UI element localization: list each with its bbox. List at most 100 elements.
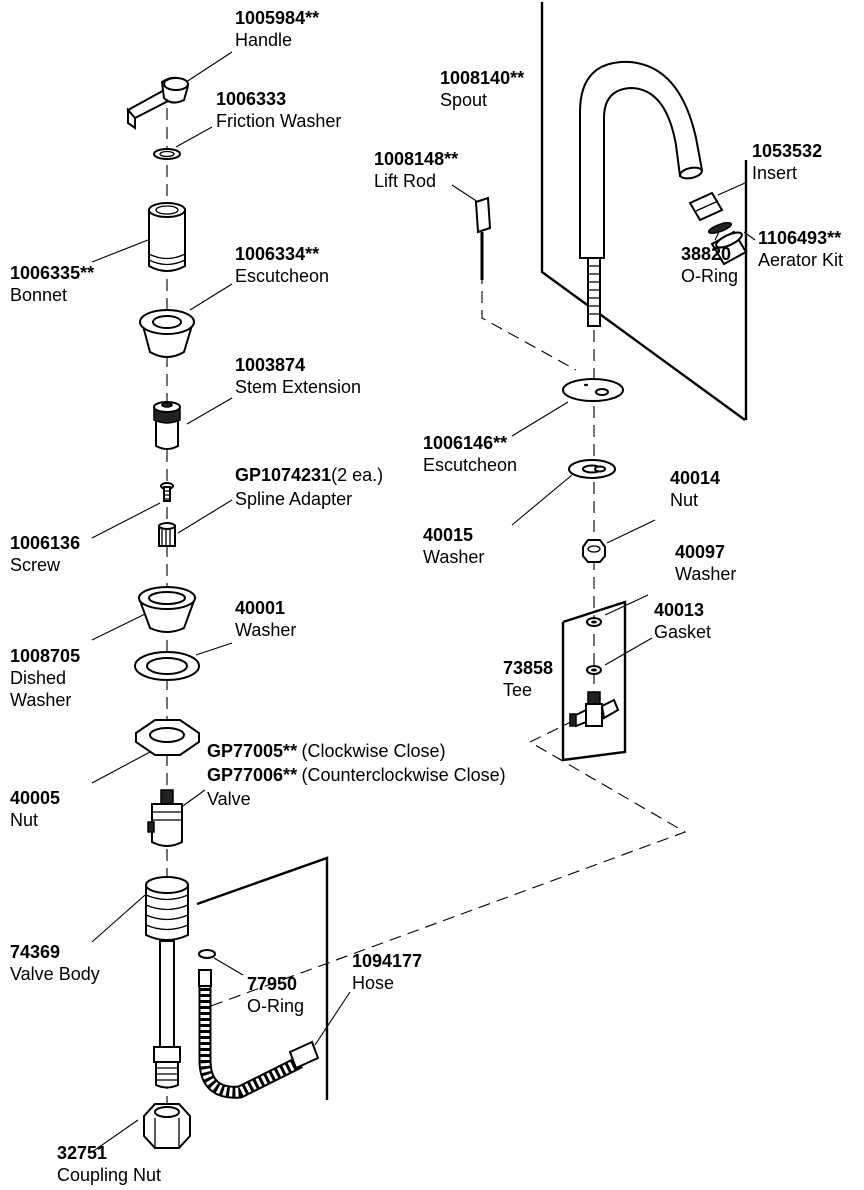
washer-40015-part-name: Washer: [423, 547, 485, 567]
spline-adapter-label: GP1074231(2 ea.) Spline Adapter: [235, 464, 383, 510]
lift-rod-part-name: Lift Rod: [374, 171, 437, 191]
friction-washer-part-name: Friction Washer: [216, 111, 342, 131]
tee-label: 73858 Tee: [503, 657, 553, 701]
friction-washer-part: [153, 148, 181, 160]
valve-note-1: (Clockwise Close): [301, 741, 446, 761]
stem-extension-label: 1003874 Stem Extension: [235, 354, 361, 398]
washer-40097-part: [586, 617, 602, 627]
valve-part-number-1: GP77005**: [207, 741, 298, 761]
gasket-part: [586, 665, 602, 675]
aerator-kit-part: [710, 230, 748, 266]
insert-part: [688, 191, 724, 222]
valve-note-2: (Counterclockwise Close): [301, 765, 506, 785]
dished-washer-name-line2: Washer: [10, 690, 72, 710]
gasket-label: 40013 Gasket: [654, 599, 711, 643]
coupling-nut-part-number: 32751: [57, 1143, 108, 1163]
spout-part-name: Spout: [440, 90, 488, 110]
escutcheon-right-part-number: 1006146**: [423, 433, 508, 453]
friction-washer-label: 1006333 Friction Washer: [216, 88, 341, 132]
handle-part-number: 1005984**: [235, 8, 320, 28]
nut-40014-part: [582, 539, 606, 563]
coupling-nut-label: 32751 Coupling Nut: [57, 1142, 161, 1186]
escutcheon-right-part: [562, 378, 624, 402]
washer-40015-part-number: 40015: [423, 525, 474, 545]
stem-extension-part-number: 1003874: [235, 355, 306, 375]
nut-40005-part-name: Nut: [10, 810, 39, 830]
spout-label: 1008140** Spout: [440, 67, 524, 111]
screw-part: [160, 482, 174, 502]
bonnet-part: [148, 202, 186, 272]
washer-40001-part-name: Washer: [235, 620, 297, 640]
tee-part-name: Tee: [503, 680, 533, 700]
o-ring-38820-part-number: 38820: [681, 244, 732, 264]
o-ring-38820-part: [707, 221, 733, 235]
o-ring-77950-label: 77950 O-Ring: [247, 973, 304, 1017]
hose-label: 1094177 Hose: [352, 950, 422, 994]
spout-part: [579, 60, 704, 327]
valve-body-part-name: Valve Body: [10, 964, 100, 984]
friction-washer-part-number: 1006333: [216, 89, 287, 109]
nut-40014-label: 40014 Nut: [670, 467, 720, 511]
valve-body-label: 74369 Valve Body: [10, 941, 100, 985]
lift-rod-label: 1008148** Lift Rod: [374, 148, 458, 192]
escutcheon-right-label: 1006146** Escutcheon: [423, 432, 517, 476]
washer-40097-label: 40097 Washer: [675, 541, 736, 585]
insert-part-number: 1053532: [752, 141, 823, 161]
tee-part-number: 73858: [503, 658, 554, 678]
escutcheon-left-part-name: Escutcheon: [235, 266, 330, 286]
o-ring-77950-part-number: 77950: [247, 974, 298, 994]
bonnet-part-number: 1006335**: [10, 263, 95, 283]
o-ring-38820-label: 38820 O-Ring: [681, 243, 738, 287]
gasket-part-name: Gasket: [654, 622, 712, 642]
dished-washer-name-line1: Dished: [10, 668, 67, 688]
handle-part: [126, 76, 190, 130]
nut-40014-part-name: Nut: [670, 490, 699, 510]
valve-label: GP77005** (Clockwise Close) GP77006** (C…: [207, 740, 506, 810]
washer-40001-part: [134, 651, 200, 681]
handle-label: 1005984** Handle: [235, 7, 319, 51]
spline-adapter-part: [158, 522, 176, 547]
dished-washer-part-number: 1008705: [10, 646, 81, 666]
dished-washer-label: 1008705 Dished Washer: [10, 645, 80, 711]
nut-40005-label: 40005 Nut: [10, 787, 60, 831]
washer-40097-part-number: 40097: [675, 542, 726, 562]
aerator-kit-part-name: Aerator Kit: [758, 250, 844, 270]
escutcheon-left-part: [139, 309, 195, 358]
bonnet-label: 1006335** Bonnet: [10, 262, 94, 306]
screw-part-number: 1006136: [10, 533, 81, 553]
washer-40015-part: [568, 459, 616, 479]
stem-extension-part-name: Stem Extension: [235, 377, 362, 397]
o-ring-77950-part: [198, 949, 216, 959]
escutcheon-right-part-name: Escutcheon: [423, 455, 518, 475]
o-ring-77950-part-name: O-Ring: [247, 996, 305, 1016]
screw-label: 1006136 Screw: [10, 532, 80, 576]
coupling-nut-part: [143, 1103, 191, 1149]
hose-part-number: 1094177: [352, 951, 423, 971]
screw-part-name: Screw: [10, 555, 61, 575]
spline-adapter-part-name: Spline Adapter: [235, 489, 353, 509]
washer-40001-label: 40001 Washer: [235, 597, 296, 641]
nut-40005-part-number: 40005: [10, 788, 61, 808]
gasket-part-number: 40013: [654, 600, 705, 620]
tee-part: [569, 691, 620, 728]
hose-part: [198, 969, 320, 1099]
nut-40005-part: [135, 719, 200, 756]
insert-label: 1053532 Insert: [752, 140, 822, 184]
valve-body-part: [145, 876, 189, 1089]
coupling-nut-part-name: Coupling Nut: [57, 1165, 162, 1185]
spout-part-number: 1008140**: [440, 68, 525, 88]
escutcheon-left-label: 1006334** Escutcheon: [235, 243, 329, 287]
dished-washer-part: [137, 586, 197, 633]
leader-lines: [91, 51, 756, 1153]
aerator-kit-part-number: 1106493**: [758, 228, 842, 248]
insert-part-name: Insert: [752, 163, 798, 183]
stem-extension-part: [153, 401, 181, 450]
aerator-kit-label: 1106493** Aerator Kit: [758, 227, 843, 271]
spline-adapter-quantity: (2 ea.): [331, 465, 384, 485]
washer-40015-label: 40015 Washer: [423, 524, 484, 568]
bonnet-part-name: Bonnet: [10, 285, 68, 305]
washer-40097-part-name: Washer: [675, 564, 737, 584]
spline-adapter-part-number: GP1074231: [235, 465, 332, 485]
mounting-panels: [196, 2, 748, 1100]
